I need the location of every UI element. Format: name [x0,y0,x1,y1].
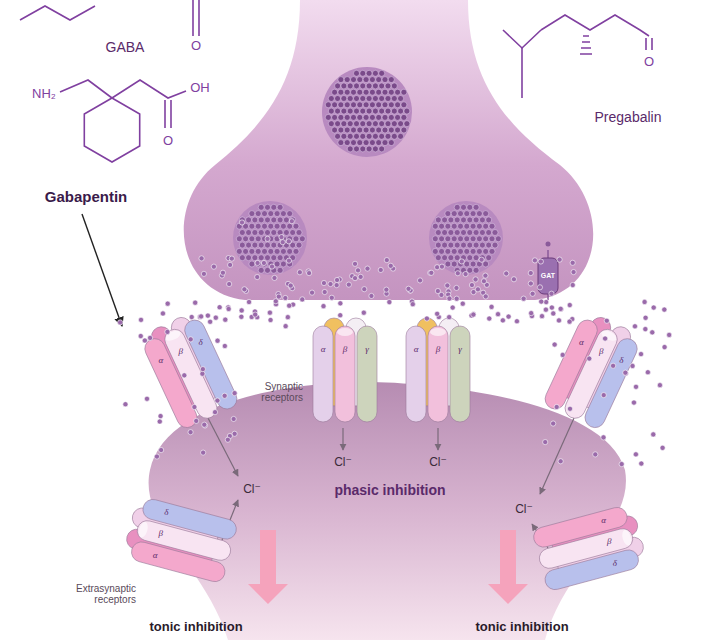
vesicle-pool [325,70,410,152]
ion-label: Cl⁻ [515,503,533,516]
subunit-label: γ [458,345,462,355]
ion-label: Cl⁻ [243,483,261,496]
receptor-subunit [181,317,240,412]
channel-pore [337,328,353,336]
receptor-subunit [335,326,355,422]
subunit-label: δ [164,508,168,518]
effect-label: phasic inhibition [334,483,445,498]
gaba-structure [20,0,199,36]
subunit-label: α [601,516,606,526]
receptor-subunit [141,497,239,541]
subunit-label: β [343,345,347,355]
subunit-label: α [321,345,326,355]
gaba-molecules [118,219,672,467]
drug-arrow [82,214,122,326]
subunit-label: β [159,529,163,539]
synaptic-receptor [313,318,377,422]
atom-label: O [644,55,654,69]
effect-label: tonic inhibition [149,620,242,634]
ion-label: Cl⁻ [429,456,447,469]
channel-pore [621,529,633,547]
subunit-label: δ [619,356,623,366]
subunit-label: β [436,345,440,355]
transporter-label: GAT [541,272,555,280]
subunit-label: δ [613,559,617,569]
tonic-arrow [488,530,528,604]
vesicle-cluster [429,201,503,275]
receptor-subunit [406,326,426,422]
gabapentin-structure [60,80,186,162]
channel-pore [430,328,446,336]
region-label: Synaptic receptors [241,381,303,403]
receptor-subunit [313,326,333,422]
channel-pore [137,521,149,539]
synaptic-receptor [406,318,470,422]
chloride-arrow [208,418,574,548]
subunit-label: δ [199,338,203,348]
receptor-subunit [450,326,470,422]
effect-label: tonic inhibition [475,620,568,634]
extrasynaptic-receptor [531,503,648,592]
vesicle-cluster [432,204,501,273]
subunit-label: α [414,345,419,355]
tonic-arrow [248,530,288,604]
receptor-subunit [357,326,377,422]
ion-label: Cl⁻ [334,456,352,469]
receptor-subunit [582,335,641,430]
region-label: Extrasynaptic receptors [56,583,136,605]
postsynaptic-cell [149,382,626,640]
presynaptic-terminal [184,0,593,300]
subunit-label: β [599,347,603,357]
subunit-label: α [153,551,158,561]
vesicle-cluster [233,201,307,275]
subunit-label: β [607,537,611,547]
subunit-label: γ [365,345,369,355]
subunit-label: β [178,347,182,357]
atom-label: O [163,134,173,148]
receptor-subunit [428,326,448,422]
subunit-label: α [158,356,163,366]
vesicle-cluster [236,204,305,273]
extrasynaptic-receptor [138,310,240,431]
gat-transporter [538,242,558,301]
atom-label: NH₂ [32,87,56,101]
channel-pore [600,329,618,343]
molecule-name: Gabapentin [45,189,128,206]
extrasynaptic-receptor [542,310,644,431]
atom-label: OH [190,81,210,95]
atom-label: O [191,39,201,53]
vesicle-pool [322,67,412,157]
molecule-name: GABA [106,40,145,55]
channel-pore [164,329,182,343]
pregabalin-structure [503,15,652,98]
molecule-name: Pregabalin [595,110,662,125]
subunit-label: α [579,338,584,348]
receptor-subunit [543,548,641,592]
extrasynaptic-receptor [122,495,239,584]
